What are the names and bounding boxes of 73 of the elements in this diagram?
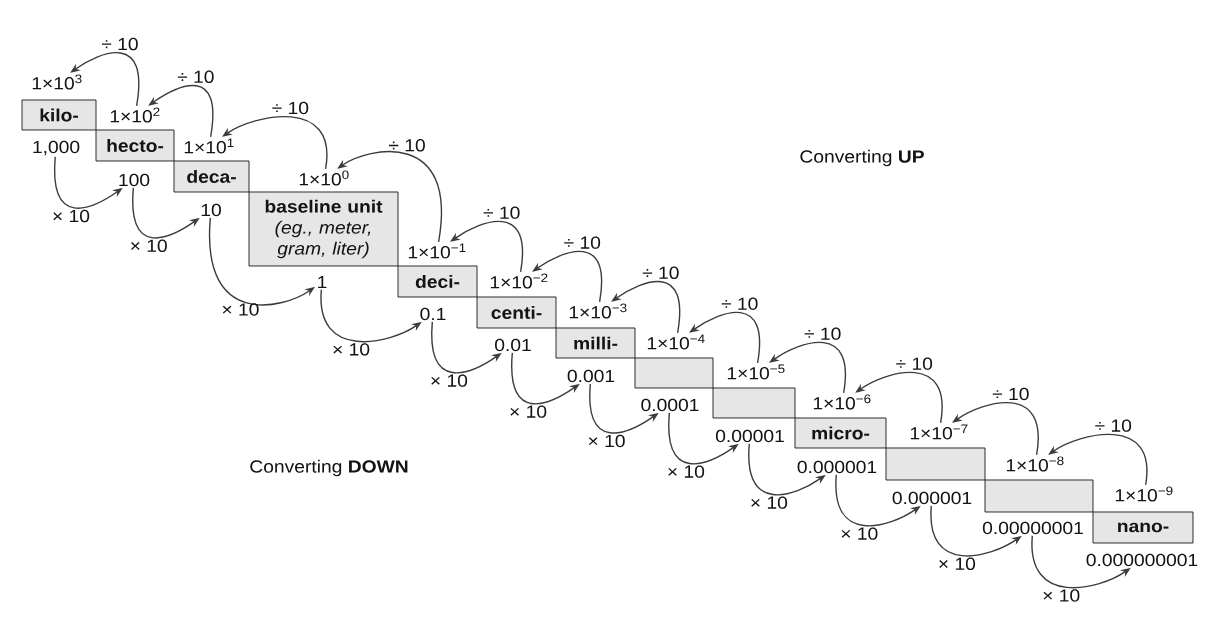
prefix-box: centi-: [476, 296, 557, 329]
power-of-ten-label: 1×10$^{0}$: [299, 170, 349, 186]
curved-arrow: [769, 341, 847, 394]
edge-label: × 10: [333, 343, 370, 356]
curved-arrow: [689, 311, 761, 364]
edge-label: ÷ 10: [177, 70, 214, 83]
edge-label: × 10: [510, 405, 547, 418]
prefix-box: deci-: [397, 265, 478, 298]
power-of-ten-label: 1×10$^{−2}$: [490, 273, 548, 289]
prefix-box: baseline unit (eg., meter, gram, liter): [248, 191, 399, 267]
power-of-ten-label: 1×10$^{−7}$: [910, 424, 968, 440]
edge-label: ÷ 10: [564, 236, 601, 249]
edge-label: × 10: [222, 303, 259, 316]
decimal-value-label: 100: [119, 173, 150, 187]
decimal-value-label: 0.001: [567, 369, 615, 383]
prefix-box: kilo-: [21, 99, 97, 131]
power-of-ten-label: 1×10$^{−9}$: [1115, 486, 1173, 502]
decimal-value-label: 0.0001: [641, 398, 699, 412]
edge-label: × 10: [668, 465, 705, 478]
decimal-value-label: 0.000001: [892, 491, 972, 505]
curved-arrow: [450, 220, 524, 273]
edge-label: × 10: [1043, 589, 1080, 602]
power-of-ten-label: 1×10$^{−5}$: [727, 364, 785, 380]
decimal-value-label: 0.1: [420, 307, 446, 321]
edge-label: ÷ 10: [896, 357, 933, 370]
decimal-value-label: 1: [318, 275, 327, 288]
edge-label: ÷ 10: [992, 387, 1029, 401]
edge-label: × 10: [53, 209, 90, 223]
decimal-value-label: 0.01: [495, 338, 531, 352]
edge-label: ÷ 10: [483, 206, 520, 219]
edge-label: × 10: [939, 557, 976, 570]
curved-arrow: [855, 371, 943, 424]
edge-label: ÷ 10: [389, 139, 425, 152]
decimal-value-label: 10: [201, 203, 221, 217]
blank-box: [984, 479, 1094, 513]
edge-label: × 10: [751, 496, 788, 509]
curved-arrow: [209, 217, 315, 306]
edge-label: ÷ 10: [642, 266, 679, 279]
direction-label: Converting UP: [800, 149, 924, 167]
power-of-ten-label: 1×10$^{−4}$: [647, 334, 705, 350]
edge-label: ÷ 10: [272, 101, 309, 115]
curved-arrow: [611, 280, 681, 334]
edge-label: ÷ 10: [101, 37, 138, 51]
edge-label: ÷ 10: [804, 327, 841, 340]
prefix-box: nano-: [1092, 511, 1194, 544]
power-of-ten-label: 1×10$^{−3}$: [569, 303, 627, 319]
prefix-box: micro-: [794, 417, 887, 449]
power-of-ten-label: 1×10$^{−6}$: [813, 394, 871, 410]
prefix-box: hecto-: [95, 129, 175, 162]
edge-label: × 10: [131, 239, 167, 252]
blank-box: [885, 447, 986, 481]
direction-label: Converting DOWN: [250, 459, 408, 477]
edge-label: × 10: [431, 374, 468, 387]
blank-box: [634, 357, 714, 389]
decimal-value-label: 0.000000001: [1086, 553, 1198, 567]
decimal-value-label: 0.00001: [715, 429, 784, 443]
power-of-ten-label: 1×10$^{3}$: [32, 74, 82, 90]
edge-label: ÷ 10: [1095, 419, 1132, 432]
edge-label: × 10: [588, 434, 625, 448]
decimal-value-label: 1,000: [33, 140, 80, 156]
decimal-value-label: 0.00000001: [982, 521, 1083, 535]
power-of-ten-label: 1×10$^{−1}$: [408, 243, 466, 259]
power-of-ten-label: 1×10$^{−8}$: [1006, 456, 1064, 472]
edge-label: ÷ 10: [721, 297, 758, 310]
power-of-ten-label: 1×10$^{2}$: [110, 107, 160, 123]
curved-arrow: [952, 402, 1039, 456]
prefix-box: deca-: [173, 160, 250, 193]
blank-box: [712, 387, 796, 419]
power-of-ten-label: 1×10$^{1}$: [184, 138, 234, 154]
decimal-value-label: 0.000001: [797, 460, 877, 474]
edge-label: × 10: [841, 527, 878, 540]
curved-arrow: [222, 116, 328, 170]
prefix-box: milli-: [555, 327, 636, 359]
